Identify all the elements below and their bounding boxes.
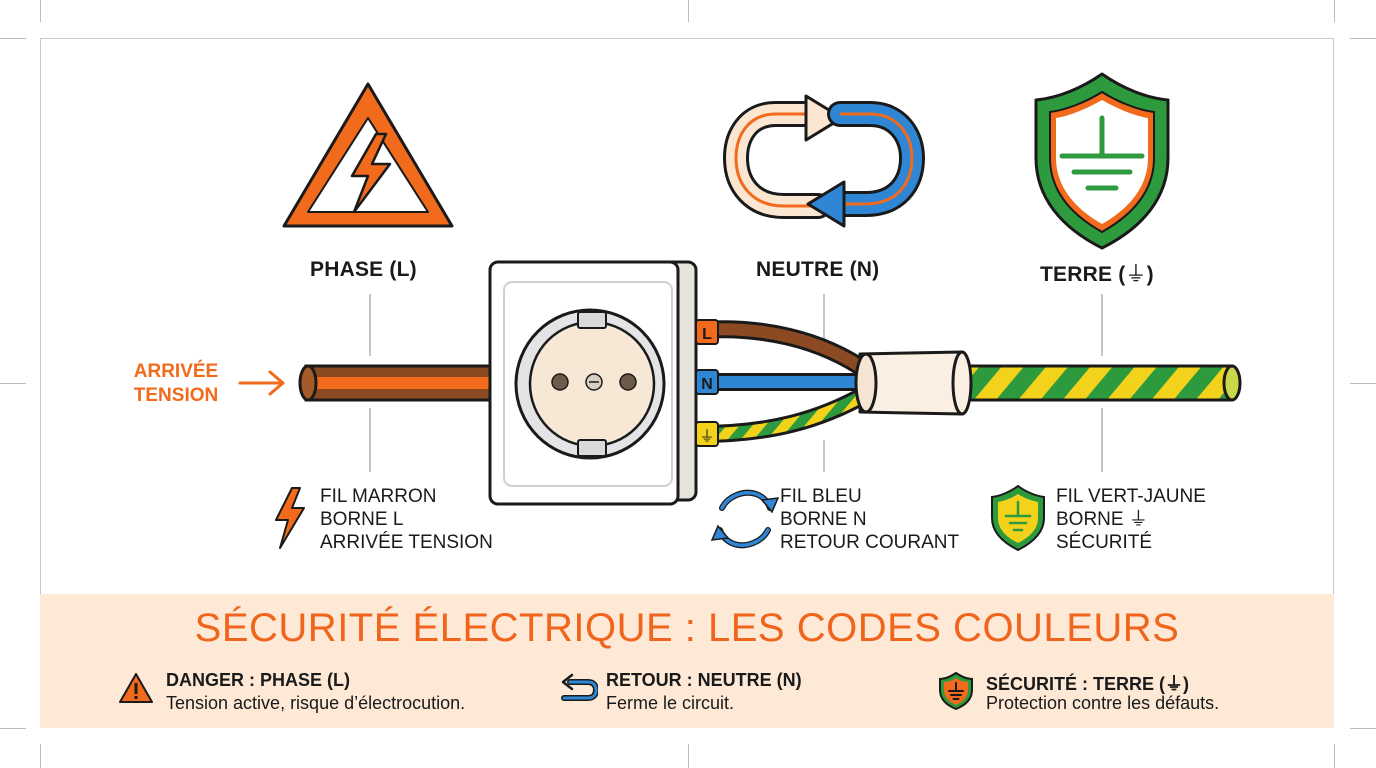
earth-symbol: ⏚ (1125, 263, 1147, 286)
banner-title: SÉCURITÉ ÉLECTRIQUE : LES CODES COULEURS (194, 606, 1180, 650)
phase-desc-line: BORNE L (320, 509, 404, 530)
crop-mark (1350, 728, 1376, 729)
incoming-phase-cable (298, 364, 498, 402)
arrivee-line1: ARRIVÉE (133, 361, 219, 382)
crop-mark (0, 38, 26, 39)
arrivee-arrow-icon (238, 370, 285, 396)
safety-banner: SÉCURITÉ ÉLECTRIQUE : LES CODES COULEURS… (40, 594, 1334, 728)
crop-mark (688, 0, 689, 22)
cable-sheath (854, 350, 973, 416)
warning-triangle-icon (118, 672, 154, 711)
crop-mark (1350, 383, 1376, 384)
crop-mark (1334, 744, 1335, 768)
terminal-earth-label: ⏚ (699, 427, 714, 445)
crop-mark (0, 383, 26, 384)
crop-mark (0, 728, 26, 729)
legend-securite-title: SÉCURITÉ : TERRE (⏚) (986, 674, 1190, 694)
return-cycle-icon (722, 94, 926, 228)
earth-shield-icon (1034, 72, 1170, 250)
terminal-badges (695, 319, 719, 447)
crop-mark (688, 744, 689, 768)
terre-desc-line: BORNE ⏚ (1056, 509, 1148, 530)
terre-description: FIL VERT-JAUNE BORNE ⏚ SÉCURITÉ (1056, 485, 1206, 554)
arrivee-line2: TENSION (133, 385, 219, 406)
leader-lines (369, 294, 1103, 472)
return-arrow-icon (558, 672, 600, 711)
phase-description: FIL MARRON BORNE L ARRIVÉE TENSION (320, 485, 493, 554)
earth-cable (958, 364, 1242, 402)
legend-securite-desc: Protection contre les défauts. (986, 693, 1220, 713)
neutre-description: FIL BLEU BORNE N RETOUR COURANT (780, 485, 959, 554)
crop-mark (1334, 0, 1335, 22)
neutre-desc-line: BORNE N (780, 509, 867, 530)
legend-danger-title: DANGER : PHASE (L) (166, 670, 350, 690)
arrivee-tension-label: ARRIVÉE TENSION (120, 360, 232, 408)
terre-desc-line: SÉCURITÉ (1056, 532, 1153, 553)
neutre-desc-line: RETOUR COURANT (780, 532, 960, 553)
terre-label: TERRE (⏚) (1040, 258, 1154, 288)
terminal-l-label: L (702, 326, 712, 343)
phase-desc-line: FIL MARRON (320, 486, 437, 507)
refresh-cycle-icon (710, 489, 780, 549)
legend-danger-desc: Tension active, risque d’électrocution. (166, 693, 466, 713)
socket-outlet (488, 260, 698, 506)
neutre-desc-line: FIL BLEU (780, 486, 862, 507)
terre-label-text: TERRE ( (1040, 263, 1126, 286)
earth-shield-icon (938, 671, 974, 715)
terminal-n-label: N (701, 376, 713, 393)
terre-label-end: ) (1146, 263, 1154, 286)
phase-desc-line: ARRIVÉE TENSION (320, 532, 493, 553)
lightning-icon (275, 487, 305, 549)
neutre-label: NEUTRE (N) (756, 258, 880, 281)
terre-desc-line: FIL VERT-JAUNE (1056, 486, 1206, 507)
legend-retour-title: RETOUR : NEUTRE (N) (606, 670, 802, 690)
phase-label: PHASE (L) (310, 258, 417, 281)
crop-mark (1350, 38, 1376, 39)
danger-triangle-icon (282, 82, 454, 228)
small-earth-shield-icon (991, 484, 1045, 552)
crop-mark (40, 744, 41, 768)
crop-mark (40, 0, 41, 22)
socket-wires (691, 320, 877, 443)
legend-retour-desc: Ferme le circuit. (606, 693, 735, 713)
